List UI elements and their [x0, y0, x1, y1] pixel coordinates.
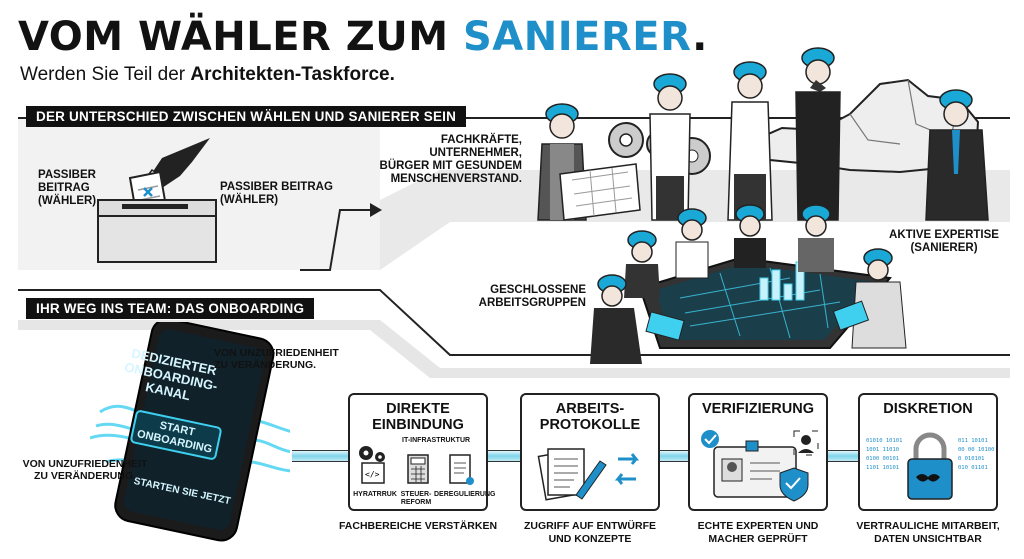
section-banner-onboarding: IHR WEG INS TEAM: DAS ONBOARDING	[26, 298, 315, 319]
binary-line: 1001 11010	[866, 447, 900, 453]
checkmark-icon	[701, 430, 719, 448]
pipe-segment	[828, 450, 858, 462]
step-title: VERIFIZIERUNG	[702, 401, 814, 417]
verification-illustration	[701, 430, 819, 502]
subtitle-lead: Werden Sie Teil der	[20, 64, 191, 85]
gear-icon	[359, 446, 385, 462]
step-title: ARBEITS- PROTOKOLLE	[539, 401, 641, 433]
page-title: VOM WÄHLER ZUM SANIERER.	[18, 14, 708, 60]
passive-label-left: PASSIBER BEITRAG (WÄHLER)	[38, 169, 97, 207]
svg-text:</>: </>	[365, 470, 380, 479]
work-groups-label: GESCHLOSSENE ARBEITSGRUPPEN	[478, 284, 586, 309]
code-icon: </>	[361, 462, 385, 484]
step-icon-label: STEUER- REFORM	[400, 491, 432, 506]
meeting-table-illustration	[590, 204, 907, 364]
subtitle: Werden Sie Teil der Architekten-Taskforc…	[20, 64, 395, 86]
active-expertise-label: AKTIVE EXPERTISE (SANIERER)	[889, 229, 999, 254]
pipe-segment	[660, 450, 688, 462]
id-card-icon	[713, 440, 797, 498]
arrow-right-icon	[370, 203, 382, 217]
step-icon-label: DEREGULIERUNG	[434, 491, 496, 498]
binary-line: 011 10101	[958, 438, 988, 444]
step-caption: VERTRAULICHE MITARBEIT, DATEN UNSICHTBAR	[856, 520, 1000, 545]
face-scan-icon	[793, 430, 819, 456]
binary-right: 011 10101 00 00 10100 0 010101 010 01101	[958, 437, 998, 473]
step-card-direct-involvement: DIREKTE EINBINDUNG IT-INFRASTRUKTUR </> …	[348, 393, 496, 511]
title-accent: SANIERER	[463, 14, 693, 60]
step-sub-header: IT-INFRASTRUKTUR	[402, 437, 471, 444]
binary-line: 00 00 10100	[958, 447, 995, 453]
scroll-icon	[449, 454, 474, 485]
step-card-work-protocols: ARBEITS- PROTOKOLLE	[520, 393, 660, 511]
note-left: VON UNZUFRIEDENHEIT ZU VERÄNDERUNG.	[22, 458, 148, 482]
step-icon-label: HYRATRRUK	[353, 491, 397, 498]
subtitle-bold: Architekten-Taskforce.	[190, 64, 395, 85]
calculator-icon	[407, 454, 429, 484]
step-caption: FACHBEREICHE VERSTÄRKEN	[338, 520, 498, 532]
sync-arrows-icon	[614, 453, 640, 485]
passive-label-right: PASSIBER BEITRAG (WÄHLER)	[220, 181, 333, 206]
binary-left: 01010 10101 1001 11010 0100 00101 1101 1…	[866, 437, 906, 473]
workers-illustration	[537, 47, 989, 221]
step-title: DISKRETION	[883, 401, 973, 417]
shield-icon	[779, 467, 809, 502]
step-caption: ZUGRIFF AUF ENTWÜRFE UND KONZEPTE	[523, 520, 656, 545]
step-icons: </>	[359, 446, 474, 485]
binary-line: 01010 10101	[866, 438, 903, 444]
title-main: VOM WÄHLER ZUM	[18, 14, 463, 60]
binary-line: 010 01101	[958, 465, 988, 471]
note-top: VON UNZUFRIEDENHEIT ZU VERÄNDERUNG.	[214, 347, 339, 371]
step-card-discretion: DISKRETION 01010 10101 1001 11010 0100 0…	[858, 393, 998, 511]
documents-icon	[537, 448, 640, 501]
step-card-verification: VERIFIZIERUNG	[688, 393, 828, 511]
pipe-segment	[292, 450, 348, 462]
step-title: DIREKTE EINBINDUNG	[372, 401, 464, 433]
section-banner-difference: DER UNTERSCHIED ZWISCHEN WÄHLEN UND SANI…	[26, 106, 467, 127]
step-caption: ECHTE EXPERTEN UND MACHER GEPRÜFT	[697, 520, 819, 545]
workers-label: FACHKRÄFTE, UNTERNEHMER, BÜRGER MIT GESU…	[379, 134, 522, 185]
pipe-segment	[488, 450, 520, 462]
ballot-box-illustration	[97, 138, 217, 263]
binary-line: 1101 10101	[866, 465, 900, 471]
binary-line: 0100 00101	[866, 456, 900, 462]
padlock-icon	[907, 432, 953, 500]
binary-line: 0 010101	[958, 456, 985, 462]
title-dot: .	[692, 14, 708, 60]
